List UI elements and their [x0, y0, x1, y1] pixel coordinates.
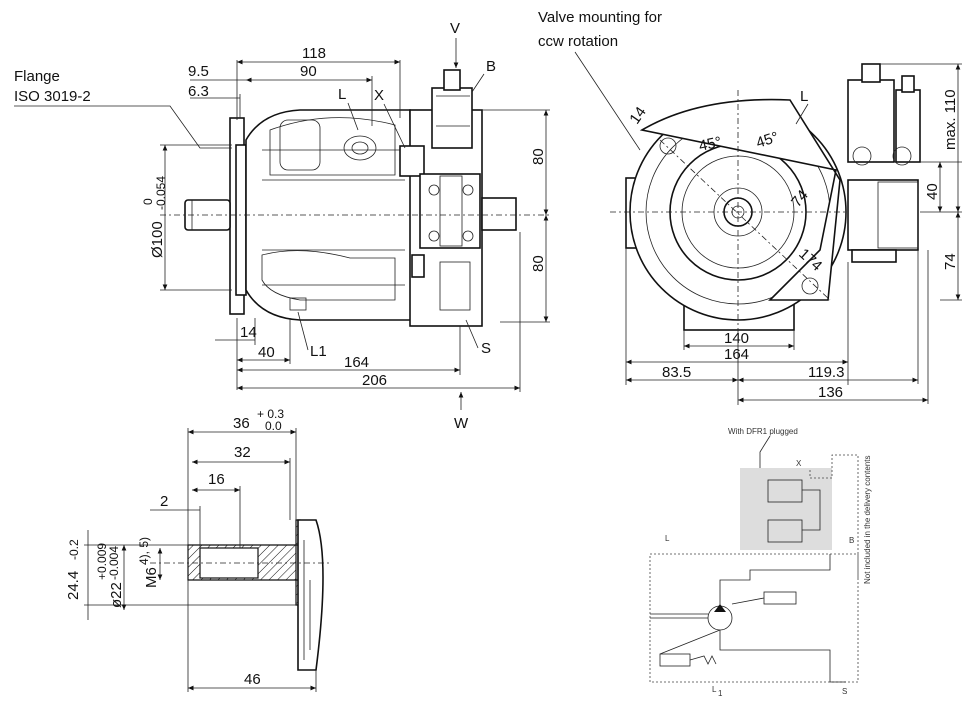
flange-label-line2: ISO 3019-2 [14, 88, 91, 105]
thread-m6: M6 [143, 567, 160, 588]
port-v-label: V [450, 20, 460, 37]
angle-45-1: 45° [697, 134, 723, 155]
dim-14-right: 14 [626, 104, 649, 127]
flange-label-line1: Flange [14, 68, 60, 85]
port-x-label: X [374, 87, 384, 104]
dim-80-top: 80 [530, 148, 547, 165]
dim-74-right: 74 [942, 253, 959, 270]
schematic-port-l: L [665, 534, 670, 543]
valve-cap [443, 69, 461, 91]
port-l-label: L [338, 86, 346, 103]
schematic-port-x: X [796, 459, 802, 468]
port-w-label: W [454, 415, 469, 432]
schematic-port-l1: L [712, 685, 717, 694]
dim-90: 90 [300, 63, 317, 80]
dim-80-bottom: 80 [530, 255, 547, 272]
hydraulic-schematic: With DFR1 plugged X L B Not included in … [649, 427, 872, 698]
port-l1-label: L1 [310, 343, 327, 360]
schematic-port-s: S [842, 687, 847, 696]
schematic-note: Not included in the delivery contents [863, 455, 872, 584]
dim-36-tol-upper: + 0.3 [257, 407, 284, 421]
control-valve [431, 87, 473, 149]
angle-45-2: 45° [754, 129, 781, 152]
dim-46: 46 [244, 671, 261, 688]
side-view: 118 90 9.5 6.3 80 80 Ø100 0 -0.054 14 40… [14, 20, 550, 432]
dim-36: 36 [233, 415, 250, 432]
valve-label-line1: Valve mounting for [538, 9, 662, 26]
schematic-port-l1-sub: 1 [718, 689, 723, 698]
dim-164-left: 164 [344, 354, 369, 371]
dim-9-5: 9.5 [188, 63, 209, 80]
dim-118: 118 [302, 45, 326, 62]
dim-206: 206 [362, 372, 387, 389]
dim-100: Ø100 [149, 221, 166, 258]
shaft-detail: 36 + 0.3 0.0 32 16 2 24.4 -0.2 ø22 +0.00… [65, 407, 330, 692]
valve-label-line2: ccw rotation [538, 33, 618, 50]
dim-22-tol-lower: -0.004 [107, 546, 121, 580]
shaft-collar [297, 519, 324, 671]
schematic-port-b: B [849, 536, 854, 545]
dim-6-3: 6.3 [188, 83, 209, 100]
dim-40-right: 40 [924, 183, 941, 200]
dim-16: 16 [208, 471, 225, 488]
port-x-fitting [399, 145, 425, 177]
dim-100-tol-upper: 0 [141, 198, 155, 205]
dim-140: 140 [724, 330, 749, 347]
valve-body-right [847, 79, 895, 163]
dim-22: ø22 [108, 582, 125, 608]
dim-83-5: 83.5 [662, 364, 691, 381]
port-b-flange [419, 173, 481, 249]
dim-119-3: 119.3 [808, 364, 844, 381]
port-l-right-label: L [800, 88, 808, 105]
dim-36-tol-lower: 0.0 [265, 419, 282, 433]
schematic-title: With DFR1 plugged [728, 427, 798, 436]
dim-40-left: 40 [258, 344, 275, 361]
dim-max-110: max. 110 [942, 89, 959, 150]
dim-22-tol-upper: +0.009 [95, 543, 109, 580]
flange-diamond [639, 98, 841, 301]
pressure-port [481, 197, 517, 231]
dim-32: 32 [234, 444, 251, 461]
port-s-label: S [481, 340, 491, 357]
port-block-right [847, 179, 919, 251]
dim-100-tol-lower: -0.054 [154, 176, 168, 210]
dim-136: 136 [818, 384, 843, 401]
dim-164-right: 164 [724, 346, 749, 363]
dim-14-left: 14 [240, 324, 257, 341]
dfr1-block [740, 468, 832, 550]
dim-2: 2 [160, 493, 168, 510]
dim-24-4-tol: -0.2 [67, 539, 81, 560]
thread-m6-note: 4), 5) [137, 537, 151, 565]
dim-24-4: 24.4 [65, 571, 82, 600]
flange-pilot [235, 144, 247, 296]
front-view: Valve mounting for ccw rotation L 14 45°… [538, 9, 962, 405]
port-b-label: B [486, 58, 496, 75]
